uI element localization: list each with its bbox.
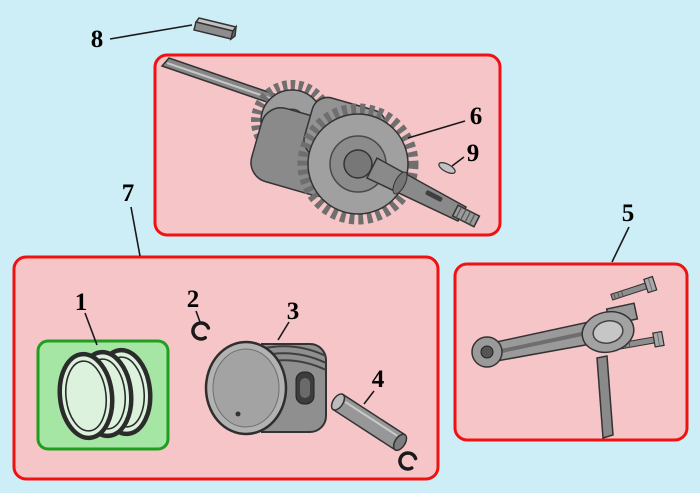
leader-line-6 [407,120,466,139]
part-label-4: 4 [372,366,385,393]
piston-ring-1-inner [64,360,108,432]
oil-dipper [596,355,614,439]
piston-ring-1 [57,351,115,441]
thread-line [468,213,476,225]
thread-line [460,209,467,221]
output-shaft-collar [392,171,408,195]
drive-gear-hub [343,149,373,179]
part-label-8: 8 [91,26,104,53]
part-label-7: 7 [122,180,135,207]
circlip-upper [191,321,211,341]
circlip-lower [398,451,418,471]
rod-big-end-bore [592,320,624,344]
thread-line [464,211,472,223]
piston-pin-boss-inner [300,378,310,398]
thread-line [455,206,463,218]
piston-crown-mark [235,411,241,417]
piston-pin-highlight [344,401,398,437]
piston-pin-far-cap [392,433,408,452]
leader-line-7 [130,206,141,257]
part-label-2: 2 [187,286,200,313]
part-label-6: 6 [470,103,483,130]
leader-line-5 [611,226,630,263]
bolt-head-facet [656,332,661,347]
piston [204,340,327,436]
leader-line-8 [109,24,193,40]
shaft-key-end-face [229,24,238,41]
piston-crown-inner [212,348,280,428]
piston-pin-near-cap [330,393,346,411]
rod-bolt-2 [617,330,665,350]
leader-line-9 [451,156,465,167]
connecting-rod [471,275,665,439]
output-shaft-thread [451,204,481,228]
crankshaft-illustration [160,57,481,228]
crankshaft-output-shaft [365,156,468,222]
bolt-head-facet [647,277,653,292]
output-shaft-keyway [425,190,443,202]
shaft-key-part [193,17,238,41]
part-label-9: 9 [467,140,480,167]
leader-line-2 [195,310,201,323]
part-label-3: 3 [287,298,300,325]
leader-line-3 [277,321,290,341]
woodruff-key-part [438,162,456,174]
leader-line-1 [84,312,98,346]
rod-bolt-1 [610,275,658,301]
piston-pin [330,393,408,452]
rod-beam-groove [491,329,597,355]
part-label-5: 5 [622,200,635,227]
piston-rings [57,347,153,441]
rod-small-end-hole [480,345,494,359]
leader-line-4 [363,390,375,405]
bolt-thread [620,290,624,297]
drive-gear-teeth [297,103,419,225]
bolt-thread [613,293,617,300]
part-label-1: 1 [75,289,88,316]
bolt-thread [617,291,620,298]
